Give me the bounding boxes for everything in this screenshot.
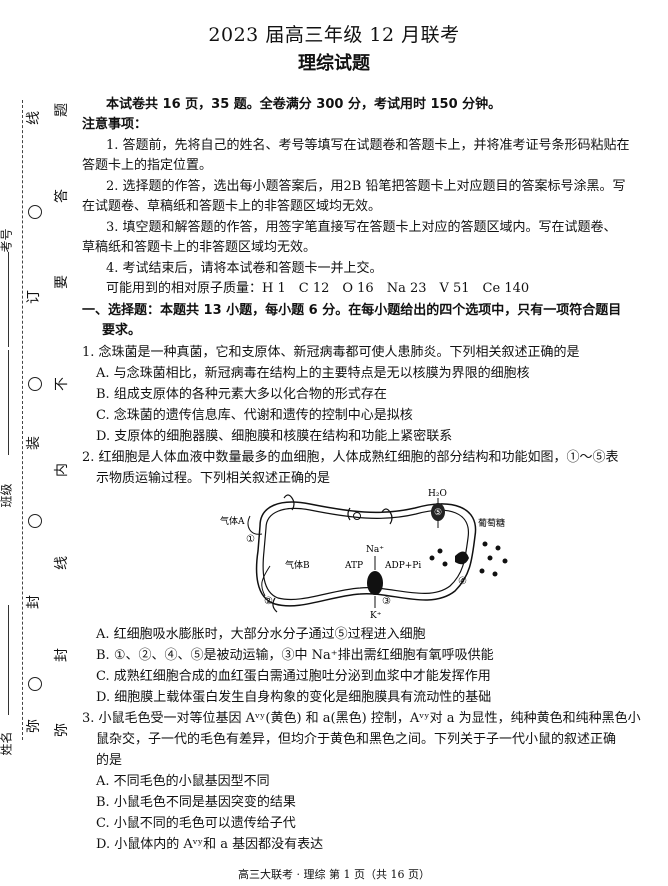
adp-label: ADP+Pi	[384, 561, 421, 571]
q1-option-a: A. 与念珠菌相比，新冠病毒在结构上的主要特点是无以核膜为界限的细胞核	[96, 366, 530, 381]
q1-stem: 1. 念珠菌是一种真菌，它和支原体、新冠病毒都可使人患肺炎。下列相关叙述正确的是	[82, 345, 580, 360]
student-id-blank[interactable]	[8, 252, 9, 347]
notice-line: 4. 考试结束后，请将本试卷和答题卡一并上交。	[106, 261, 383, 276]
margin-char-nei: 内	[54, 463, 70, 477]
sodium-label: Na⁺	[366, 545, 384, 555]
q1-option-c: C. 念珠菌的遗传信息库、代谢和遗传的控制中心是拟核	[96, 408, 413, 423]
q3-option-a: A. 不同毛色的小鼠基因型不同	[96, 774, 270, 789]
section-heading-cont: 要求。	[102, 323, 142, 338]
sodium-potassium-pump-icon	[367, 571, 383, 595]
notice-line: 在试题卷、草稿纸和答题卡上的非答题区域均无效。	[82, 199, 382, 214]
process-2-label: ②	[264, 596, 273, 607]
margin-char-bu: 不	[54, 377, 70, 391]
notice-line: 答题卡上的指定位置。	[82, 158, 213, 173]
q3-stem-cont: 的是	[96, 753, 123, 768]
exam-subtitle: 理综试题	[298, 53, 370, 74]
process-5-label: ⑤	[434, 508, 442, 518]
gas-a-label: 气体A	[220, 515, 245, 527]
red-blood-cell-figure: 气体A 气体B H₂O 葡萄糖 Na⁺ ATP ADP+Pi K⁺ ① ② ③ …	[220, 489, 508, 621]
q2-stem: 2. 红细胞是人体血液中数量最多的血细胞，人体成熟红细胞的部分结构和功能如图，①…	[82, 450, 619, 465]
name-blank[interactable]	[8, 605, 9, 715]
membrane-protein-icon	[272, 494, 393, 613]
name-field-label: 姓名	[0, 731, 14, 756]
class-blank[interactable]	[8, 350, 9, 455]
q3-stem-cont: 鼠杂交，子一代的毛色有差异，但均介于黄色和黑色之间。下列关于子一代小鼠的叙述正确	[96, 732, 617, 747]
margin-char-zhuang: 装	[26, 436, 42, 450]
process-4-label: ④	[458, 576, 467, 587]
exam-summary: 本试卷共 16 页，35 题。全卷满分 300 分，考试用时 150 分钟。	[106, 97, 502, 112]
q2-option-c: C. 成熟红细胞合成的血红蛋白需通过胞吐分泌到血浆中才能发挥作用	[96, 669, 491, 684]
section-heading: 一、选择题：本题共 13 小题，每小题 6 分。在每小题给出的四个选项中，只有一…	[82, 303, 622, 318]
atp-label: ATP	[344, 561, 363, 571]
process-3-label: ③	[382, 596, 391, 607]
process-1-label: ①	[246, 534, 255, 545]
aquaporin-icon	[431, 503, 445, 521]
binding-hole-icon	[28, 377, 42, 391]
q2-option-b: B. ①、②、④、⑤是被动运输，③中 Na⁺排出需红细胞有氧呼吸供能	[96, 648, 494, 663]
student-id-field-label: 考号	[0, 228, 14, 253]
q2-stem-cont: 示物质运输过程。下列相关叙述正确的是	[96, 471, 331, 486]
q1-option-b: B. 组成支原体的各种元素大多以化合物的形式存在	[96, 387, 387, 402]
page-footer: 高三大联考 · 理综 第 1 页（共 16 页）	[238, 868, 430, 881]
notice-line: 1. 答题前，先将自己的姓名、考号等填写在试题卷和答题卡上，并将准考证号条形码粘…	[106, 138, 630, 153]
notice-line: 2. 选择题的作答，选出每小题答案后，用2B 铅笔把答题卡上对应题目的答案标号涂…	[106, 179, 626, 194]
atomic-mass-line: 可能用到的相对原子质量：H 1 C 12 O 16 Na 23 V 51 Ce …	[106, 281, 530, 296]
potassium-label: K⁺	[370, 611, 382, 621]
q3-option-c: C. 小鼠不同的毛色可以遗传给子代	[96, 816, 296, 831]
margin-char-feng2: 封	[54, 648, 70, 662]
binding-hole-icon	[28, 677, 42, 691]
glucose-label: 葡萄糖	[478, 517, 505, 529]
q2-option-a: A. 红细胞吸水膨胀时，大部分水分子通过⑤过程进入细胞	[96, 627, 426, 642]
exam-title: 2023 届高三年级 12 月联考	[208, 24, 460, 46]
q1-option-d: D. 支原体的细胞器膜、细胞膜和核膜在结构和功能上紧密联系	[96, 429, 453, 444]
margin-char-ding: 订	[26, 290, 42, 304]
margin-char-line: 线	[26, 111, 42, 125]
margin-char-mi2: 弥	[54, 723, 70, 737]
margin-char-yao: 要	[54, 275, 70, 289]
margin-char-xian: 线	[54, 556, 70, 570]
q2-option-d: D. 细胞膜上载体蛋白发生自身构象的变化是细胞膜具有流动性的基础	[96, 690, 492, 705]
class-field-label: 班级	[0, 483, 14, 508]
notice-line: 草稿纸和答题卡上的非答题区域均无效。	[82, 240, 317, 255]
binding-hole-icon	[28, 514, 42, 528]
margin-char-ti: 题	[54, 103, 70, 117]
q3-stem: 3. 小鼠毛色受一对等位基因 Aᵛʸ(黄色) 和 a(黑色) 控制，Aᵛʸ对 a…	[82, 711, 641, 726]
binding-hole-icon	[28, 205, 42, 219]
margin-char-mi: 弥	[26, 719, 42, 733]
margin-char-feng: 封	[26, 595, 42, 609]
glucose-carrier-icon	[455, 551, 469, 565]
notice-line: 3. 填空题和解答题的作答，用签字笔直接写在答题卡上对应的答题区域内。写在试题卷…	[106, 220, 617, 235]
q3-option-d: D. 小鼠体内的 Aᵛʸ和 a 基因都没有表达	[96, 837, 324, 852]
gas-b-label: 气体B	[285, 559, 310, 571]
q3-option-b: B. 小鼠毛色不同是基因突变的结果	[96, 795, 296, 810]
water-label: H₂O	[428, 489, 447, 499]
margin-char-da: 答	[54, 189, 70, 203]
glucose-molecules-icon	[429, 541, 508, 577]
seal-line	[22, 100, 23, 740]
notice-heading: 注意事项：	[82, 117, 148, 132]
